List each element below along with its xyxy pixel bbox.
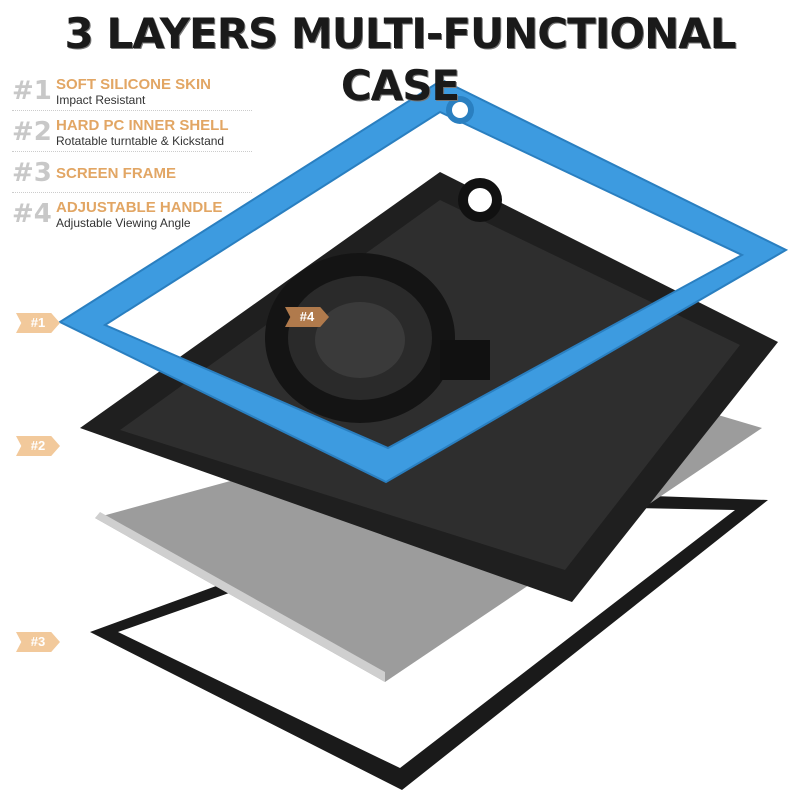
- feature-sub: Adjustable Viewing Angle: [56, 215, 191, 230]
- feature-number: #2: [12, 117, 52, 147]
- feature-item: #3 SCREEN FRAME: [12, 154, 252, 193]
- silicone-camera-hole: [452, 102, 468, 118]
- feature-heading: ADJUSTABLE HANDLE: [56, 198, 223, 216]
- tablet-edge: [95, 512, 385, 682]
- screen-frame: [90, 490, 768, 790]
- feature-number: #1: [12, 76, 52, 106]
- callout-1: #1: [16, 313, 60, 333]
- feature-heading: SCREEN FRAME: [56, 164, 177, 182]
- feature-heading: HARD PC INNER SHELL: [56, 116, 229, 134]
- feature-text: SCREEN FRAME: [56, 165, 176, 182]
- feature-number: #4: [12, 199, 52, 229]
- feature-number: #3: [12, 158, 52, 188]
- feature-sub: Rotatable turntable & Kickstand: [56, 133, 225, 148]
- feature-heading: SOFT SILICONE SKIN: [56, 75, 212, 93]
- feature-sub: Impact Resistant: [56, 92, 146, 107]
- page-title: 3 LAYERS MULTI-FUNCTIONAL CASE: [64, 9, 737, 110]
- callout-3: #3: [16, 632, 60, 652]
- callout-2: #2: [16, 436, 60, 456]
- camera-hole: [468, 188, 492, 212]
- adjustable-handle: [265, 253, 490, 423]
- callout-4: #4: [285, 307, 329, 327]
- silicone-skin: [57, 78, 789, 484]
